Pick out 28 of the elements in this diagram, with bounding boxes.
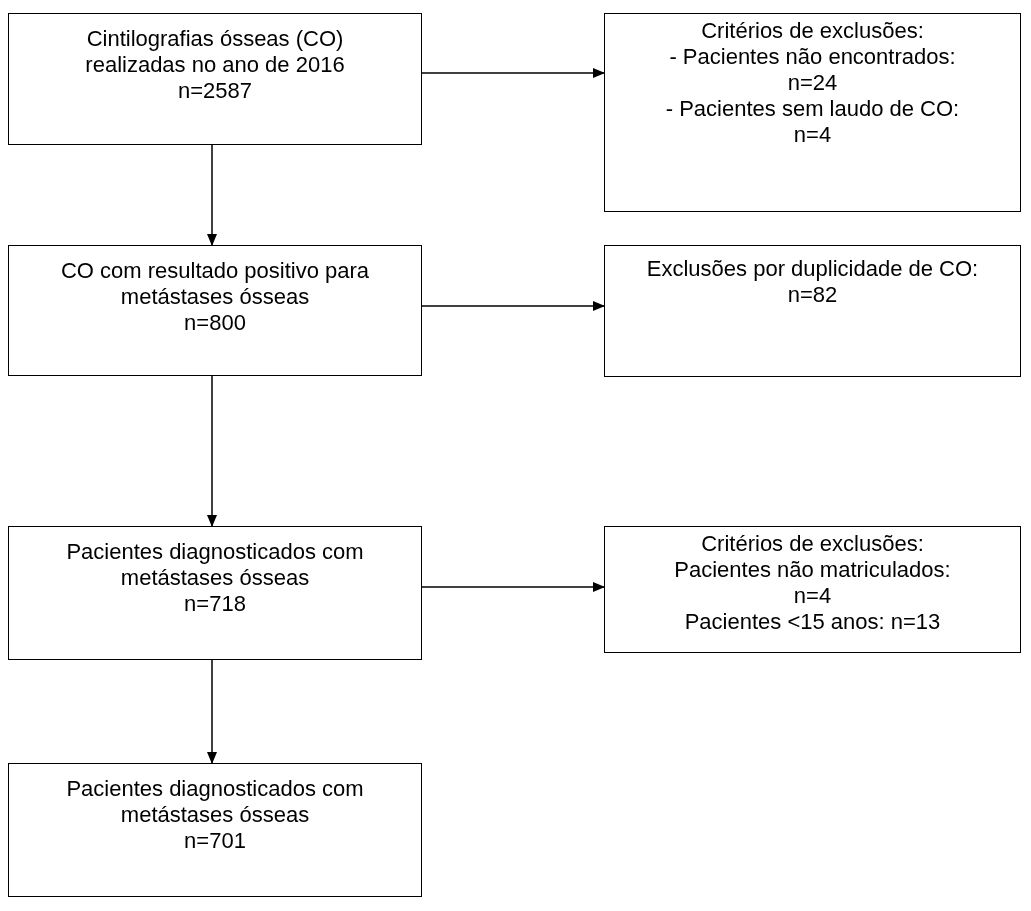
box-text: Critérios de exclusões: [701,18,924,44]
process-box [604,526,1021,653]
box-text: n=718 [184,591,246,617]
process-box [604,245,1021,377]
arrow [207,375,217,527]
arrow [421,582,605,592]
box-text: - Pacientes não encontrados: [669,44,956,70]
box-text: n=4 [793,122,832,148]
box-text: Exclusões por duplicidade de CO: [646,256,979,282]
process-box [8,13,422,145]
arrow [421,68,605,78]
process-box [604,13,1021,212]
box-text: Pacientes <15 anos: n=13 [684,609,941,635]
box-text: Pacientes não matriculados: [674,557,951,583]
arrow [207,144,217,246]
box-text: n=82 [787,282,838,308]
box-text: n=701 [184,828,246,854]
box-text: n=24 [787,70,838,96]
box-text: n=800 [184,310,246,336]
process-box [8,763,422,897]
box-text: Critérios de exclusões: [701,531,924,557]
arrow [421,301,605,311]
process-box [8,526,422,660]
arrow [207,659,217,764]
box-text: n=4 [793,583,832,609]
box-text: n=2587 [178,78,252,104]
box-text: - Pacientes sem laudo de CO: [665,96,960,122]
process-box [8,245,422,376]
